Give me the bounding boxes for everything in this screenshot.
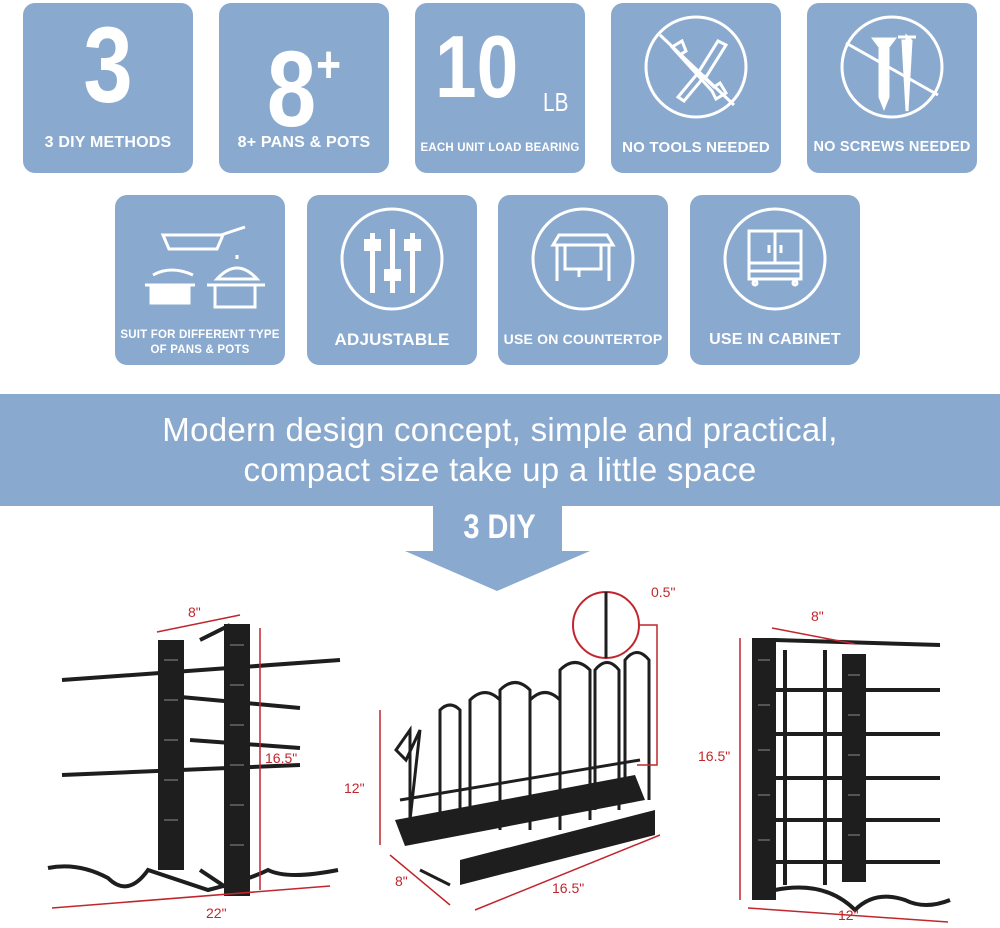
no-screws-icon xyxy=(840,15,944,119)
dim-depth: 8" xyxy=(395,873,408,889)
tile-no-screws: NO SCREWS NEEDED xyxy=(807,3,977,173)
tagline-line-1: Modern design concept, simple and practi… xyxy=(162,411,838,448)
tile-cabinet: USE IN CABINET xyxy=(690,195,860,365)
rack-diagram-right: 8" 16.5" 12" xyxy=(690,600,1000,928)
arrow-label: 3 DIY xyxy=(463,508,536,546)
dim-height: 12" xyxy=(344,780,365,796)
adjustable-icon xyxy=(340,207,444,311)
dim-length: 12" xyxy=(838,907,859,923)
plus-superscript: + xyxy=(316,36,342,94)
tile-10lb-load: 10 LB EACH UNIT LOAD BEARING xyxy=(415,3,585,173)
dim-length: 22" xyxy=(206,905,227,921)
tile-countertop: USE ON COUNTERTOP xyxy=(498,195,668,365)
tile-label: 3 DIY METHODS xyxy=(44,134,172,151)
rack-cabinet-icon xyxy=(739,627,951,923)
dim-height: 16.5" xyxy=(265,750,298,766)
dim-width: 8" xyxy=(188,604,201,620)
dim-length: 16.5" xyxy=(552,880,585,896)
rack-diagram-middle: 0.5" 12" 8" 16.5" xyxy=(344,580,690,928)
big-number: 8+ xyxy=(234,5,373,149)
tile-label-line2: OF PANS & POTS xyxy=(150,344,250,356)
big-number: 3 xyxy=(83,4,133,125)
unit-label: LB xyxy=(543,87,569,117)
pans-pots-icon xyxy=(145,225,265,309)
tile-different-pans: SUIT FOR DIFFERENT TYPE OF PANS & POTS xyxy=(115,195,285,365)
dim-width: 8" xyxy=(811,608,824,624)
rack-horizontal-icon xyxy=(379,591,661,911)
tile-label: ADJUSTABLE xyxy=(334,330,450,349)
tile-label: NO TOOLS NEEDED xyxy=(622,139,770,156)
tile-label-line1: SUIT FOR DIFFERENT TYPE xyxy=(120,329,280,341)
dim-height: 16.5" xyxy=(698,748,731,764)
tile-label: USE ON COUNTERTOP xyxy=(503,331,663,347)
rack-vertical-icon xyxy=(47,614,341,909)
tile-label: NO SCREWS NEEDED xyxy=(813,139,971,155)
tile-label: EACH UNIT LOAD BEARING xyxy=(420,142,580,154)
tile-label: USE IN CABINET xyxy=(709,331,841,348)
tile-label: 8+ PANS & POTS xyxy=(237,134,371,151)
no-tools-icon xyxy=(644,15,748,119)
tile-adjustable: ADJUSTABLE xyxy=(307,195,477,365)
tile-no-tools: NO TOOLS NEEDED xyxy=(611,3,781,173)
big-number-value: 8 xyxy=(266,28,317,149)
tagline-line-2: compact size take up a little space xyxy=(243,451,757,488)
tile-8-pans-pots: 8+ 8+ PANS & POTS xyxy=(219,3,389,173)
countertop-icon xyxy=(531,207,635,311)
tile-3-diy-methods: 3 3 DIY METHODS xyxy=(23,3,193,173)
big-number-value: 10 xyxy=(435,17,519,116)
big-number: 10 xyxy=(435,17,518,117)
dim-rod: 0.5" xyxy=(651,584,676,600)
cabinet-icon xyxy=(723,207,827,311)
tagline-banner: Modern design concept, simple and practi… xyxy=(0,394,1000,506)
down-arrow-icon xyxy=(405,506,590,591)
rack-diagram-left: 8" 16.5" 22" xyxy=(40,600,360,928)
